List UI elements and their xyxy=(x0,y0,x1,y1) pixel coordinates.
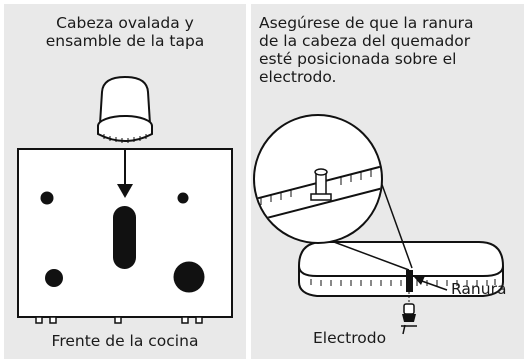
assembly-title-line-2: ensamble de la tapa xyxy=(45,32,205,50)
cooktop-feet xyxy=(35,316,203,324)
burner-medium-bottom-left xyxy=(45,269,63,287)
slot-label: Ranura xyxy=(451,280,507,298)
burner-oval-center xyxy=(113,206,136,269)
electrode-icon xyxy=(401,292,417,327)
oval-burner-cap-icon xyxy=(97,75,153,143)
arrow-to-electrode-icon xyxy=(402,324,406,335)
burner-small-top-left xyxy=(40,191,54,205)
burner-alignment-panel: Asegúrese de que la ranura de la cabeza … xyxy=(251,4,524,359)
instruction-line-4: electrodo. xyxy=(259,68,337,86)
assembly-title-line-1: Cabeza ovalada y xyxy=(56,14,194,32)
instruction-line-1: Asegúrese de que la ranura xyxy=(259,14,474,32)
magnifier-callout xyxy=(253,114,413,271)
instruction-line-2: de la cabeza del quemador xyxy=(259,32,471,50)
cooktop-diagram xyxy=(17,75,233,324)
arrow-to-slot-icon xyxy=(414,276,448,291)
instruction-line-3: esté posicionada sobre el xyxy=(259,50,457,68)
slot-notch xyxy=(406,270,413,292)
cooktop-front-caption: Frente de la cocina xyxy=(51,332,199,350)
burner-small-top-right xyxy=(177,192,189,204)
assembly-title: Cabeza ovalada y ensamble de la tapa xyxy=(4,14,246,50)
burner-large-bottom-right xyxy=(173,261,205,293)
alignment-instruction: Asegúrese de que la ranura de la cabeza … xyxy=(259,14,521,86)
arrow-down-icon xyxy=(117,150,133,198)
oval-burner-head xyxy=(297,241,505,297)
electrode-label: Electrodo xyxy=(313,329,387,347)
burner-alignment-diagram xyxy=(253,114,505,335)
cooktop-assembly-panel: Cabeza ovalada y ensamble de la tapa xyxy=(4,4,246,359)
